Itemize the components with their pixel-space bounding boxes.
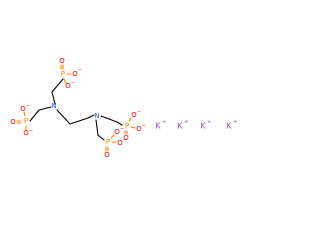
skeleton-bonds: [29, 78, 123, 141]
atom-p3: P: [125, 122, 129, 130]
atom-o-p3-right: O: [136, 125, 142, 133]
atom-o-p2-top: O: [20, 105, 26, 113]
charge-o-p1-right: −: [78, 67, 82, 73]
charge-o-p3-right: −: [142, 123, 146, 129]
atom-o-p4-top-right: O: [114, 128, 120, 136]
atom-o-p1-top: O: [59, 57, 65, 65]
charge-o-p2-bottom: −: [29, 128, 33, 134]
atom-p2: P: [24, 117, 28, 125]
bond-p3-o-right: [130, 126, 136, 129]
bond-n1-c3: [56, 109, 71, 125]
charge-k-4: +: [233, 119, 237, 125]
atom-p4: P: [106, 138, 110, 146]
charge-k-2: +: [184, 119, 188, 125]
atom-o-p2-bottom: O: [23, 129, 29, 137]
charge-k-1: +: [162, 119, 166, 125]
chemical-structure-diagram: N N P P P P O O − O − O − O O − O − O − …: [10, 57, 238, 159]
phosphorus-atoms: P P P P: [24, 70, 129, 146]
atom-k-3: K: [201, 122, 207, 131]
atom-o-p3-bottom: O: [123, 134, 129, 142]
bond-c2-p2: [29, 109, 40, 122]
bond-n2-c5: [100, 115, 118, 123]
phosphonate-bonds: [16, 64, 136, 152]
bond-c4-n2: [87, 114, 95, 119]
atom-o-p4-right: O: [117, 139, 123, 147]
atom-p1: P: [61, 70, 65, 78]
charge-o-p3-top: −: [137, 109, 141, 115]
atom-k-4: K: [227, 122, 233, 131]
bond-p4-o-top-right: [110, 134, 115, 139]
atom-o-p4-bottom: O: [104, 151, 110, 159]
atom-o-p2-left: O: [10, 118, 16, 126]
bond-c3-c4: [69, 117, 89, 125]
nitrogen-atoms: N N: [51, 102, 99, 120]
atom-o-p3-top: O: [131, 111, 137, 119]
bond-p1-o-bottom: [63, 78, 67, 84]
charge-k-3: +: [207, 119, 211, 125]
bond-c6-p4: [97, 134, 105, 141]
bond-n1-c2: [38, 106, 52, 111]
atom-o-p1-right: O: [72, 70, 78, 78]
atom-k-2: K: [178, 122, 184, 131]
charge-o-p4-top-right: −: [120, 126, 124, 132]
charge-o-p4-right: −: [123, 137, 127, 143]
charge-o-p2-top: −: [26, 103, 30, 109]
potassium-ions: K + K + K + K +: [156, 119, 238, 131]
bond-n2-c6: [95, 119, 99, 136]
bond-p3-o-top: [128, 117, 132, 122]
oxygen-atoms: O O − O − O − O O − O − O − O O − O − O: [10, 57, 146, 159]
charge-o-p1-bottom: −: [71, 80, 75, 86]
bond-c1-p1: [51, 78, 64, 93]
atom-o-p1-bottom: O: [65, 82, 71, 90]
atom-n1: N: [51, 102, 56, 110]
bond-p2-o-top: [23, 111, 26, 117]
bond-n1-c1: [51, 91, 56, 105]
bond-c5-p3: [116, 121, 123, 126]
atom-k-1: K: [156, 122, 162, 131]
atom-n2: N: [94, 112, 99, 120]
